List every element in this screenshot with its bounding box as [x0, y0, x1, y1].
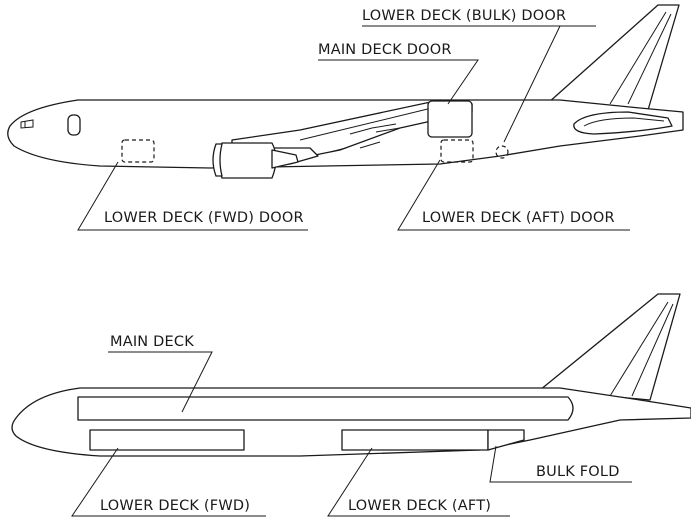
lower-deck-bulk-door [495, 145, 509, 159]
lower-deck-aft-door [440, 139, 474, 163]
bottom-tail-fin-inner [609, 301, 674, 397]
top-wing-flaps [299, 105, 441, 153]
leader-main-deck [108, 351, 213, 413]
leader-bulk-fold [489, 445, 632, 483]
top-stabilizer-inner [583, 117, 665, 127]
label-lower-deck-aft: LOWER DECK (AFT) [348, 498, 491, 514]
leader-fwd-door [77, 161, 308, 231]
leader-bulk-door [362, 25, 596, 143]
top-aircraft-view: LOWER DECK (BULK) DOOR MAIN DECK DOOR LO… [7, 4, 684, 231]
lower-deck-aft-compartment [341, 429, 489, 451]
leader-lower-fwd [71, 447, 266, 517]
lower-deck-fwd-door [121, 139, 155, 163]
engine-nacelle [218, 142, 277, 179]
leader-lower-aft [327, 447, 510, 517]
leader-main-door [318, 59, 479, 105]
engine-exhaust [271, 149, 299, 169]
label-main-deck-door: MAIN DECK DOOR [318, 42, 452, 58]
bulk-compartment [487, 429, 525, 451]
label-lower-deck-fwd: LOWER DECK (FWD) [100, 498, 250, 514]
forward-entry-door [67, 114, 81, 136]
label-lower-deck-bulk-door: LOWER DECK (BULK) DOOR [362, 8, 566, 24]
label-lower-deck-aft-door: LOWER DECK (AFT) DOOR [422, 210, 615, 226]
lower-deck-fwd-compartment [89, 429, 245, 451]
top-tail-fin-inner [609, 11, 672, 105]
cockpit-windows [20, 119, 34, 129]
label-bulk-fold: BULK FOLD [536, 464, 620, 480]
top-horizontal-stabilizer [573, 111, 673, 135]
engine-intake [212, 143, 223, 177]
leader-aft-door [397, 159, 630, 231]
top-tail-fin [547, 4, 680, 111]
main-deck-compartment [77, 396, 574, 421]
bottom-tail-fin [539, 293, 681, 401]
label-lower-deck-fwd-door: LOWER DECK (FWD) DOOR [104, 210, 304, 226]
label-main-deck: MAIN DECK [110, 334, 194, 350]
main-deck-door [427, 100, 473, 138]
bottom-aircraft-view: MAIN DECK LOWER DECK (FWD) LOWER DECK (A… [11, 293, 691, 517]
